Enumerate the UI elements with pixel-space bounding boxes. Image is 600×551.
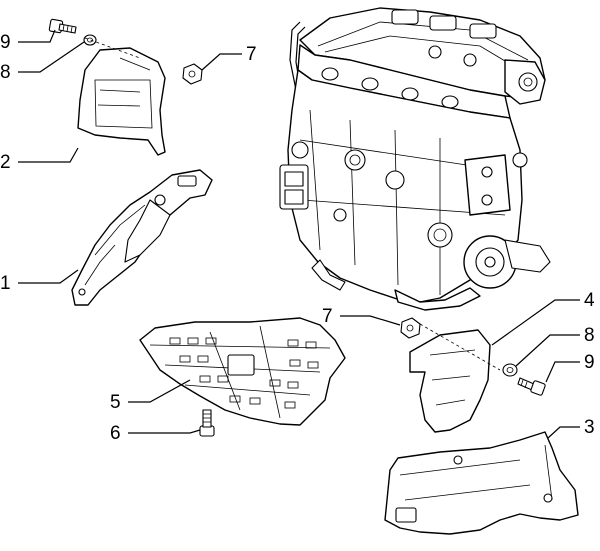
callout-7-top: 7 <box>246 44 257 65</box>
callout-3: 3 <box>584 417 595 438</box>
leader-lines <box>18 29 580 439</box>
part-2-upper-timing-cover <box>77 47 166 156</box>
nut-7-top <box>182 63 203 85</box>
washer-8-top <box>83 34 97 46</box>
callout-2: 2 <box>0 152 11 173</box>
bolt-6 <box>199 409 215 437</box>
engine-block <box>279 7 551 311</box>
bolt-9-lower <box>517 377 546 396</box>
callout-7-lower: 7 <box>322 306 333 327</box>
bolt-9-top <box>48 18 77 34</box>
part-1-lower-timing-cover <box>71 169 213 306</box>
callout-9-top: 9 <box>0 32 11 53</box>
part-5-undertray <box>139 317 346 426</box>
part-3-lower-rear-cover <box>384 431 579 535</box>
callout-1: 1 <box>0 273 11 294</box>
washer-8-lower <box>502 363 518 377</box>
callout-6: 6 <box>110 423 121 444</box>
part-4-rear-cover-plate <box>409 329 491 433</box>
callout-4: 4 <box>584 290 595 311</box>
nut-7-lower <box>400 317 421 339</box>
callout-5: 5 <box>110 392 121 413</box>
callout-8-top: 8 <box>0 62 11 83</box>
callout-8-lower: 8 <box>584 325 595 346</box>
callout-9-lower: 9 <box>584 352 595 373</box>
